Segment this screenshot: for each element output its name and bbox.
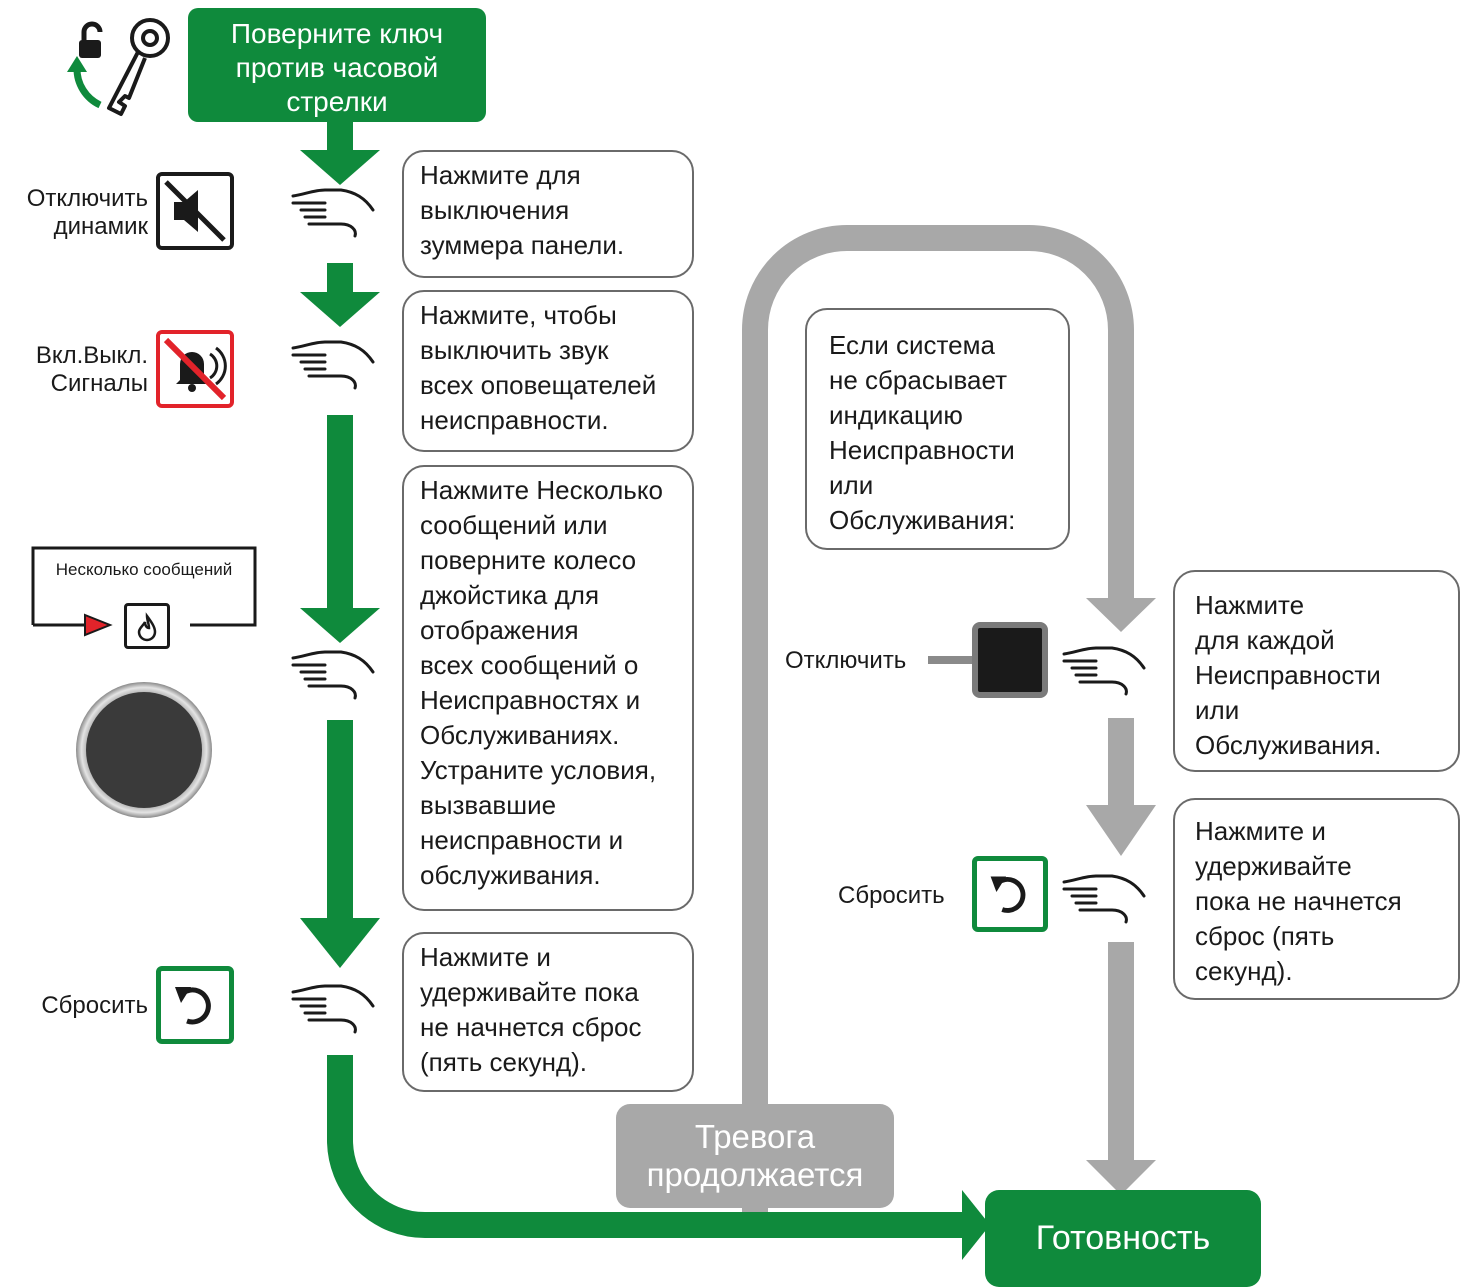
- alarm-continues-box: Тревога продолжается: [616, 1104, 894, 1208]
- speaker-mute-icon: [164, 180, 226, 242]
- green-arrow-1: [300, 150, 380, 185]
- right-step2-label: Сбросить: [838, 882, 945, 909]
- right-step2-text: Нажмите и удерживайте пока не начнется с…: [1173, 798, 1460, 1000]
- flame-icon: [137, 612, 157, 642]
- step4-label: Сбросить: [41, 992, 148, 1019]
- green-arrow-2: [300, 292, 380, 327]
- green-segment-3: [327, 415, 353, 610]
- disable-connector: [928, 656, 974, 664]
- green-segment-2: [327, 263, 353, 293]
- bell-silence-icon: [163, 337, 227, 401]
- gray-arrow-3: [1086, 1160, 1156, 1195]
- reset-button-right[interactable]: [972, 856, 1048, 932]
- speaker-mute-button[interactable]: [156, 172, 234, 250]
- gray-arrow-1: [1086, 598, 1156, 632]
- step1-label: Отключить динамик: [26, 185, 148, 240]
- step2-label: Вкл.Выкл. Сигналы: [35, 342, 148, 397]
- multiple-messages-label: Несколько сообщений: [55, 560, 233, 579]
- disable-button[interactable]: [972, 622, 1048, 698]
- green-arrow-3: [300, 608, 380, 643]
- green-arrow-4: [300, 918, 380, 968]
- green-segment-4: [327, 720, 353, 920]
- gray-segment-3: [1108, 942, 1134, 1162]
- reset-icon: [175, 987, 211, 1025]
- multiple-messages-button[interactable]: [124, 603, 170, 649]
- gray-arrow-2: [1086, 805, 1156, 856]
- green-arrow-ready: [962, 1190, 990, 1260]
- reset-button-left[interactable]: [156, 966, 234, 1044]
- right-step1-label: Отключить: [785, 647, 907, 674]
- condition-text: Если система не сбрасывает индикацию Неи…: [805, 308, 1070, 550]
- gray-segment-2: [1108, 718, 1134, 810]
- gray-loop-line: [742, 225, 1134, 1225]
- green-segment-1: [327, 122, 353, 152]
- pointing-hand-icon: [291, 984, 375, 1034]
- key-unlock-icon: [67, 18, 170, 116]
- right-step1-text: Нажмите для каждой Неисправности или Обс…: [1173, 570, 1460, 772]
- multiple-messages-frame: [31, 546, 257, 637]
- pointing-hand-icon: [291, 340, 375, 390]
- pointing-hand-icon: [291, 188, 375, 238]
- joystick-wheel[interactable]: [74, 680, 214, 820]
- green-to-ready-line: [327, 1055, 965, 1238]
- step2-text: Нажмите, чтобы выключить звук всех опове…: [402, 290, 694, 452]
- reset-icon: [990, 876, 1026, 913]
- step3-text: Нажмите Несколько сообщений или повернит…: [402, 465, 694, 911]
- start-box: Поверните ключ против часовой стрелки: [188, 8, 486, 122]
- pointing-hand-icon: [1062, 874, 1146, 924]
- bell-silence-button[interactable]: [156, 330, 234, 408]
- pointing-hand-icon: [1062, 646, 1146, 696]
- step4-text: Нажмите и удерживайте пока не начнется с…: [402, 932, 694, 1092]
- pointing-hand-icon: [291, 650, 375, 700]
- step1-text: Нажмите для выключения зуммера панели.: [402, 150, 694, 278]
- ready-box: Готовность: [985, 1190, 1261, 1287]
